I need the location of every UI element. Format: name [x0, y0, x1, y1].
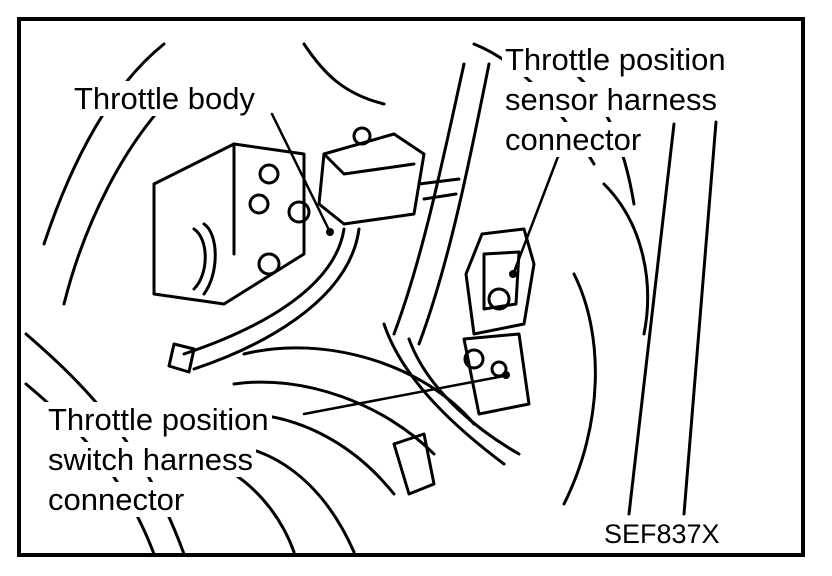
background-right-lines	[562, 120, 718, 516]
sensor-box-shape	[317, 126, 426, 226]
leader-dots	[326, 228, 517, 379]
label-tps-switch-line-1: Throttle position	[45, 402, 272, 437]
vacuum-hose-shape	[167, 227, 361, 374]
label-tps-switch-line-2: switch harness	[45, 442, 257, 477]
throttle-body-shape	[152, 142, 311, 306]
leader-lines	[270, 112, 561, 416]
label-tps-sensor-line-1: Throttle position	[502, 42, 729, 77]
harness-tube-shape	[382, 62, 521, 466]
diagram-frame: Throttle body Throttle position sensor h…	[17, 17, 805, 557]
tps-switch-connector-shape	[462, 332, 531, 416]
label-tps-switch-line-3: connector	[45, 482, 188, 517]
figure-code: SEF837X	[604, 519, 720, 549]
label-tps-sensor-line-3: connector	[502, 122, 645, 157]
tps-sensor-connector-shape	[464, 227, 536, 336]
label-throttle-body: Throttle body	[71, 81, 258, 116]
label-tps-sensor-line-2: sensor harness	[502, 82, 720, 117]
